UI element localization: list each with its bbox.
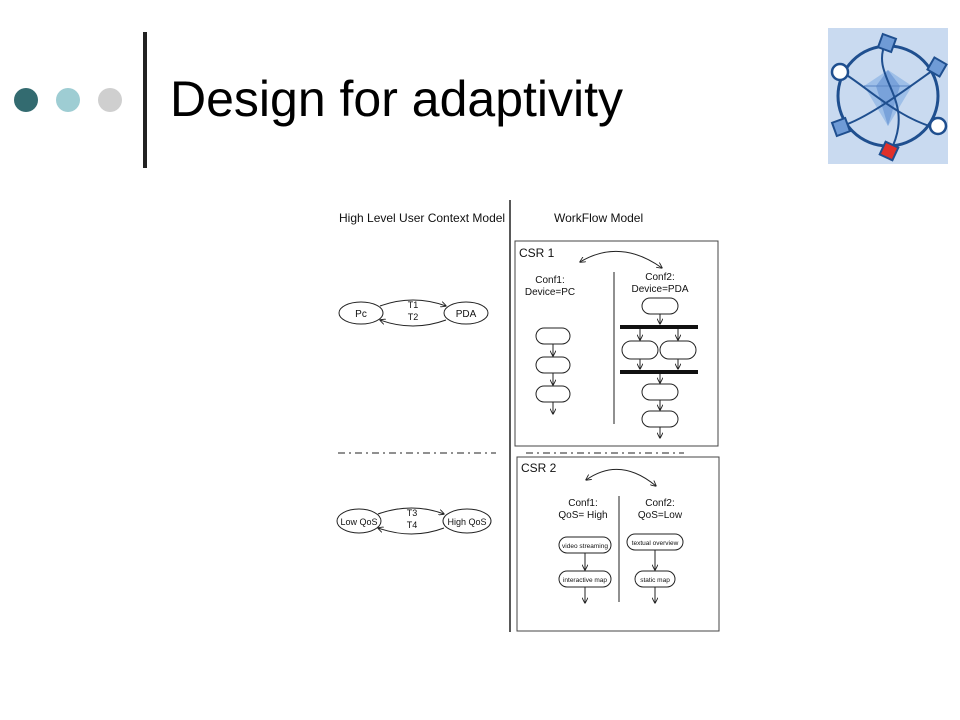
- transition-arrow-t1: [379, 299, 446, 306]
- csr-1-conf1-activity: [535, 327, 571, 345]
- csr-1-conf2-activity: [641, 383, 679, 401]
- accent-dot-gray: [98, 88, 122, 112]
- transition-t3-label: T3: [407, 508, 418, 518]
- csr-2-conf1-qos: QoS= High: [558, 510, 607, 521]
- activity-textual-overview-label: textual overview: [632, 540, 679, 547]
- context-model-1: Pc PDA T1 T2: [338, 299, 489, 327]
- state-low-qos-label: Low QoS: [340, 517, 377, 527]
- fork-bar: [620, 325, 698, 329]
- csr-1-conf2-activity: [641, 410, 679, 428]
- accent-dot-dark: [14, 88, 38, 112]
- state-low-qos: [336, 508, 382, 534]
- csr-1-conf1-title: Conf1:: [535, 275, 564, 286]
- csr-1-conf2-title: Conf2:: [645, 272, 674, 283]
- activity-interactive-map-label: interactive map: [563, 577, 607, 584]
- title-divider: [143, 32, 147, 168]
- csr-1-conf2-parallel-activity: [621, 340, 659, 360]
- csr-2-panel: CSR 2 Conf1: QoS= High Conf2: QoS=Low vi…: [516, 456, 720, 632]
- state-pda: [443, 301, 489, 325]
- state-pc: [338, 301, 384, 325]
- state-pc-label: Pc: [355, 309, 367, 320]
- state-high-qos-label: High QoS: [447, 517, 486, 527]
- csr-1-switch-arrow: [580, 250, 662, 268]
- state-pda-label: PDA: [456, 309, 477, 320]
- accent-dot-light: [56, 88, 80, 112]
- slide-title: Design for adaptivity: [170, 71, 624, 127]
- csr-1-panel: CSR 1 Conf1: Device=PC Conf2: Device=PDA: [514, 240, 719, 447]
- csr-1-conf2-device: Device=PDA: [632, 284, 689, 295]
- csr-1-conf2-parallel-activity: [659, 340, 697, 360]
- transition-arrow-t2: [380, 320, 447, 327]
- transition-t4-label: T4: [407, 520, 418, 530]
- transition-arrow-t3: [377, 507, 444, 514]
- csr-2-conf2-title: Conf2:: [645, 498, 674, 509]
- activity-video-streaming-label: video streaming: [562, 543, 608, 550]
- csr-1-conf1-activity: [535, 356, 571, 374]
- transition-t1-label: T1: [408, 300, 419, 310]
- join-bar: [620, 370, 698, 374]
- csr-2-conf1-title: Conf1:: [568, 498, 597, 509]
- csr-2-label: CSR 2: [521, 461, 557, 475]
- transition-arrow-t4: [378, 528, 445, 535]
- context-model-2: Low QoS High QoS T3 T4: [336, 507, 492, 535]
- right-heading: WorkFlow Model: [554, 211, 643, 225]
- csr-1-label: CSR 1: [519, 246, 555, 260]
- state-high-qos: [442, 508, 492, 534]
- csr-2-frame: [516, 456, 720, 632]
- activity-static-map-label: static map: [640, 577, 670, 584]
- transition-t2-label: T2: [408, 312, 419, 322]
- diamond-network-logo-icon: [828, 28, 948, 164]
- csr-2-switch-arrow: [586, 468, 656, 486]
- csr-2-conf2-qos: QoS=Low: [638, 510, 683, 521]
- csr-1-conf1-activity: [535, 385, 571, 403]
- csr-1-conf1-device: Device=PC: [525, 287, 575, 298]
- left-heading: High Level User Context Model: [339, 211, 505, 225]
- csr-1-conf2-activity: [641, 297, 679, 315]
